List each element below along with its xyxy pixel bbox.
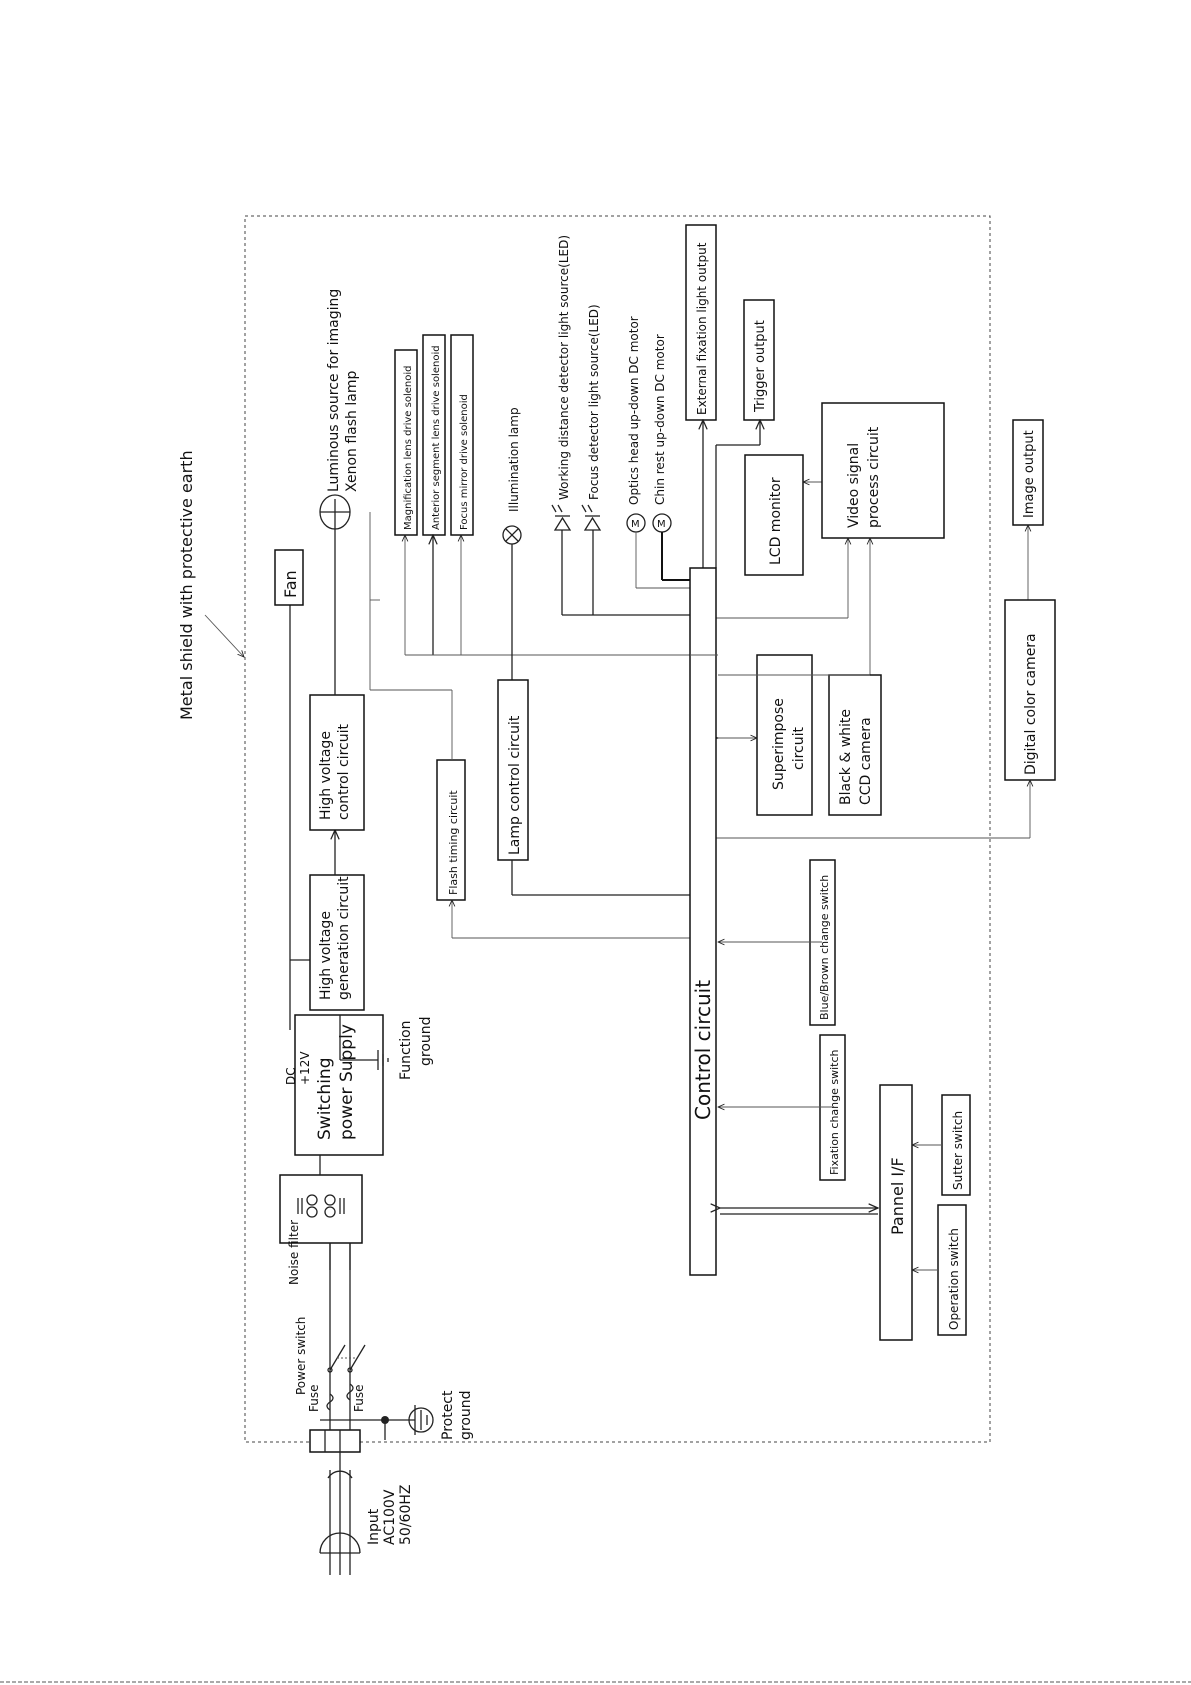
- superimpose-label-1: Superimpose: [771, 698, 787, 790]
- external-fixation-box: [685, 224, 717, 421]
- focus-detector-led-icon: [581, 504, 602, 531]
- fuse-bottom-label: Fuse: [352, 1385, 366, 1413]
- focus-mirror-solenoid-label: Focus mirror drive solenoid: [459, 394, 470, 530]
- lamp-control-box: [497, 679, 529, 861]
- image-output-box: [1012, 419, 1044, 526]
- working-distance-led-icon: [551, 504, 572, 531]
- switching-power-supply-box: [294, 1014, 384, 1156]
- working-distance-label: Working distance detector light source(L…: [557, 235, 571, 500]
- fan-box: [274, 549, 304, 606]
- bw-ccd-camera-box: [828, 674, 882, 816]
- hv-control-box: [309, 694, 365, 831]
- flash-lamp-label-1: Luminous source for imaging: [326, 289, 342, 492]
- pannel-if-box: [879, 1084, 913, 1341]
- protect-ground-label-2: ground: [458, 1390, 474, 1440]
- metal-shield-boundary: [244, 215, 991, 1443]
- hv-generation-box: [309, 874, 365, 1011]
- illumination-lamp-label: Illumination lamp: [507, 407, 521, 512]
- noise-filter-box: [279, 1174, 363, 1244]
- flash-lamp-label-2: Xenon flash lamp: [344, 371, 360, 492]
- input-label-2: AC100V: [382, 1489, 398, 1545]
- bw-camera-label-1: Black & white: [838, 709, 854, 805]
- power-switch-label: Power switch: [294, 1317, 308, 1395]
- mag-lens-solenoid-label: Magnification lens drive solenoid: [403, 366, 414, 530]
- terminal-block: [309, 1429, 361, 1453]
- function-ground-label-2: ground: [418, 1016, 434, 1066]
- fan-label: Fan: [281, 570, 300, 598]
- lcd-monitor-box: [744, 454, 804, 576]
- digital-camera-label: Digital color camera: [1023, 633, 1039, 775]
- image-output-label: Image output: [1022, 430, 1037, 518]
- chin-motor-label: Chin rest up-down DC motor: [653, 334, 667, 505]
- dc-label-1: DC: [284, 1067, 298, 1085]
- digital-camera-box: [1004, 599, 1056, 781]
- optics-motor-label: Optics head up-down DC motor: [627, 316, 641, 505]
- fixation-change-switch-box: [819, 1034, 846, 1181]
- blue-brown-switch-box: [809, 859, 836, 1026]
- superimpose-label-2: circuit: [791, 727, 807, 770]
- protect-ground-icon: [408, 1407, 434, 1433]
- operation-switch-label: Operation switch: [947, 1228, 961, 1330]
- sutter-switch-label: Sutter switch: [951, 1111, 965, 1190]
- trigger-output-box: [743, 299, 775, 421]
- function-ground-label-1: Function: [398, 1020, 414, 1080]
- focus-detector-label: Focus detector light source(LED): [587, 304, 601, 500]
- flash-timing-label: Flash timing circuit: [447, 790, 460, 895]
- bus-double-arrow: [720, 1208, 878, 1215]
- lamp-control-label: Lamp control circuit: [507, 715, 523, 855]
- input-label-3: 50/60HZ: [398, 1485, 414, 1545]
- lcd-monitor-label: LCD monitor: [768, 477, 784, 565]
- control-circuit-bus: [689, 567, 717, 1276]
- trigger-output-label: Trigger output: [753, 320, 768, 413]
- bw-camera-label-2: CCD camera: [858, 717, 874, 805]
- power-supply-label-2: power Supply: [337, 1024, 357, 1140]
- noise-filter-label: Noise filter: [287, 1220, 301, 1285]
- control-circuit-label: Control circuit: [691, 980, 715, 1120]
- fuse-icon: [346, 1383, 354, 1401]
- hv-control-label-2: control circuit: [336, 724, 352, 820]
- power-supply-label-1: Switching: [315, 1058, 335, 1141]
- anterior-solenoid-label: Anterior segment lens drive solenoid: [431, 345, 442, 530]
- hv-generation-label-1: High voltage: [318, 911, 334, 1000]
- protect-ground-label-1: Protect: [440, 1390, 456, 1440]
- fuse-icon: [326, 1393, 334, 1411]
- fuse-top-label: Fuse: [307, 1385, 321, 1413]
- optics-motor-symbol: M: [631, 519, 640, 530]
- external-fixation-label: External fixation light output: [695, 242, 709, 415]
- hv-generation-label-2: generation circuit: [336, 876, 352, 1000]
- input-label-1: Input: [366, 1508, 382, 1545]
- shield-label: Metal shield with protective earth: [177, 450, 196, 720]
- chin-motor-symbol: M: [657, 519, 666, 530]
- shield-pointer: [204, 614, 244, 657]
- video-signal-box: [821, 402, 945, 539]
- hv-control-label-1: High voltage: [318, 731, 334, 820]
- dc-label-2: +12V: [298, 1051, 312, 1085]
- video-signal-label-2: process circuit: [866, 426, 882, 528]
- fixation-change-switch-label: Fixation change switch: [828, 1049, 841, 1175]
- video-signal-label-1: Video signal: [846, 443, 862, 528]
- noise-filter-coil-icon: [297, 1194, 345, 1218]
- pannel-if-label: Pannel I/F: [888, 1157, 907, 1235]
- blue-brown-switch-label: Blue/Brown change switch: [818, 875, 831, 1020]
